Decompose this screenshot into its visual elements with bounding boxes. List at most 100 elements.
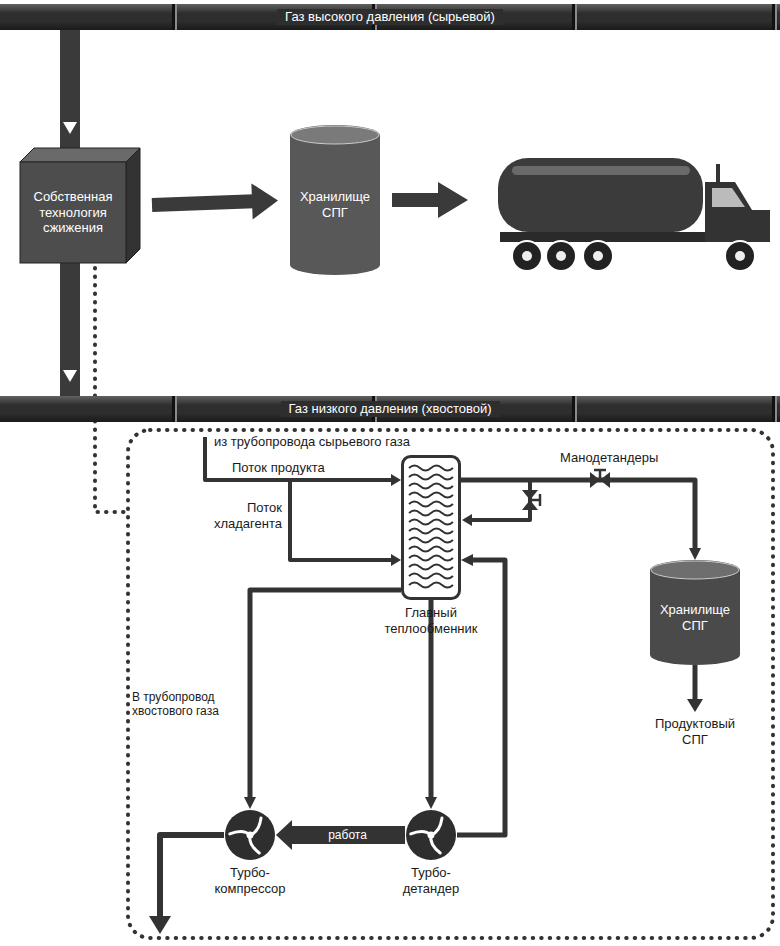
text-area: Хранилище СПГ [290,145,380,265]
coil-wave [409,529,453,534]
turbo-expander: Турбо- детандер [381,809,481,909]
connector-line [152,201,254,205]
pipe-arrow [63,370,77,382]
cylinder-top [651,561,739,579]
truck-cab [705,182,770,242]
flow-connector [63,263,77,396]
exchanger-drawing [401,455,461,600]
node-label: Газ высокого давления (сырьевой) [277,9,503,25]
node-label: Турбо- детандер [388,865,474,896]
block-arrow-head [438,182,468,218]
coil-wave [409,466,453,471]
tank-highlight [512,166,690,175]
flow-connector [457,554,505,835]
node-label: Главный теплообменник [371,605,491,636]
arrow-head [462,514,472,526]
connector-line [60,263,80,396]
node-label: Газ низкого давления (хвостовой) [281,401,500,417]
wheel-hub [556,251,566,261]
coil-wave [409,520,453,525]
product-line [693,665,698,700]
wheel [583,241,613,271]
turbo-compressor: Турбо- компрессор [200,809,300,909]
connector-line [457,560,505,835]
arrow-head [391,474,401,486]
cylinder-top [291,126,379,144]
arrow-head [251,183,278,219]
arrow-head [425,797,437,809]
text-area: Турбо- компрессор [207,865,293,909]
turbine-blade [426,835,446,853]
tail-gas-line [160,835,224,918]
pipe-arrow [63,122,77,134]
edge-label: работа [328,829,367,841]
connector-line [461,480,695,550]
cylinder-body [290,125,380,275]
exchanger-shell [401,455,461,600]
process-box: Собственная технология сжижения [20,148,140,263]
connector-line [60,30,80,148]
cab-window [712,188,745,207]
box-side [126,148,140,263]
flow-connector [276,820,405,850]
annotation-label: Поток хладагента [192,500,282,531]
node-label: Турбо- компрессор [207,865,293,896]
wheel-hub [735,251,745,261]
coil-wave [409,502,453,507]
coil-wave [409,556,453,561]
text-area: Газ низкого давления (хвостовой) [0,396,780,422]
pipe-band: Газ низкого давления (хвостовой) [0,396,780,422]
turbine-body [225,810,275,860]
valve-stem [594,470,606,480]
node-label: Собственная технология сжижения [24,189,122,236]
flow-connector [244,590,401,809]
valve-half [522,490,538,500]
flash-gas-line [472,480,530,520]
storage-tank: Хранилище СПГ [650,560,740,665]
box-front [20,162,126,263]
heat-exchanger: Главный теплообменник [371,455,491,647]
turbine-hub [247,832,254,839]
refrigerant-line [290,480,392,560]
valve-symbol [590,470,610,488]
block-arrow [392,193,442,207]
turbine-wheel [405,809,457,861]
connector-line [290,826,405,844]
annotation-label: В трубопровод хвостового газа [132,690,240,719]
annotation-label: из трубопровода сырьевого газа [214,434,410,450]
turbine-hub [428,832,435,839]
text-area: Собственная технология сжижения [20,162,126,263]
dotted-link [95,268,126,512]
storage-tank: Хранилище СПГ [290,125,380,275]
flow-connector [461,480,701,560]
connector-line [250,590,401,799]
valve-half [590,472,600,488]
text-area: Турбо- детандер [388,865,474,909]
coil-wave [409,547,453,552]
annotation-label: Поток продукта [232,460,325,476]
turbine-blade [245,835,265,853]
truck-tank [498,158,703,232]
wheel [512,241,542,271]
arrow-head [687,699,703,712]
text-area: Газ высокого давления (сырьевой) [0,4,780,30]
arrow-head [461,554,473,566]
arrow-head [689,548,701,560]
turbine-drawing [224,809,276,861]
node-label: Хранилище СПГ [294,189,376,220]
valve-symbol [522,490,540,510]
wheel-hub [522,251,532,261]
wheel [546,241,576,271]
box-top [20,148,140,162]
exchanger-outline [403,457,460,599]
valve-half [522,500,538,510]
coil-wave [409,583,453,588]
arrow-head [276,820,292,850]
dotted-region [128,430,773,938]
wheel-hub [593,251,603,261]
flow-connector [152,183,278,219]
